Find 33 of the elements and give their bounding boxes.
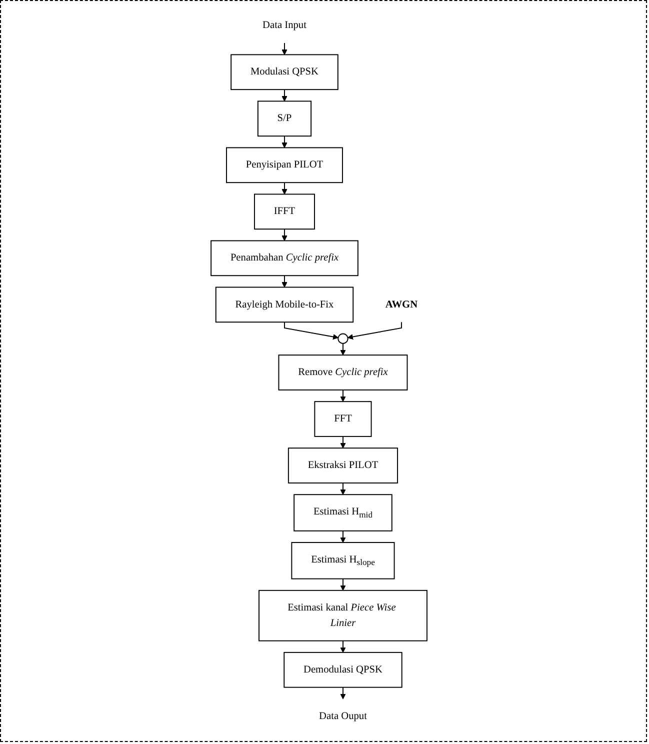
process-box: Estimasi H$_{mid}$: [293, 494, 392, 532]
arrow: [347, 322, 402, 340]
process-box: Remove Cyclic prefix: [278, 354, 408, 390]
process-box: Rayleigh Mobile-to-Fix: [214, 286, 354, 323]
arrow: [340, 436, 346, 448]
arrow: [281, 42, 287, 55]
arrow: [340, 342, 346, 356]
process-box: Ekstraksi PILOT: [287, 448, 398, 484]
arrow: [340, 389, 346, 402]
arrow: [340, 640, 346, 653]
process-box: Estimasi kanal Piece Wise Linier: [258, 590, 427, 642]
arrow: [281, 89, 287, 102]
text-label: AWGN: [384, 298, 418, 310]
arrow: [281, 136, 287, 148]
arrow: [340, 482, 346, 495]
text-label: Data Input: [262, 20, 306, 31]
process-box: Modulasi QPSK: [230, 54, 338, 90]
text-label: Data Ouput: [318, 710, 366, 722]
arrow: [281, 228, 287, 241]
multiplier-circle: [337, 333, 348, 344]
process-box: IFFT: [254, 194, 314, 230]
process-box: Demodulasi QPSK: [283, 652, 402, 688]
arrow: [340, 686, 346, 700]
process-box: Penambahan Cyclic prefix: [210, 240, 358, 276]
arrow: [284, 322, 338, 340]
process-box: Estimasi H$_{slope}$: [290, 542, 394, 580]
arrow: [340, 578, 346, 591]
process-box: Penyisipan PILOT: [226, 147, 342, 184]
arrow: [281, 182, 287, 194]
arrow: [281, 275, 287, 288]
process-box: FFT: [314, 401, 372, 437]
arrow: [340, 530, 346, 543]
process-box: S/P: [256, 100, 312, 137]
